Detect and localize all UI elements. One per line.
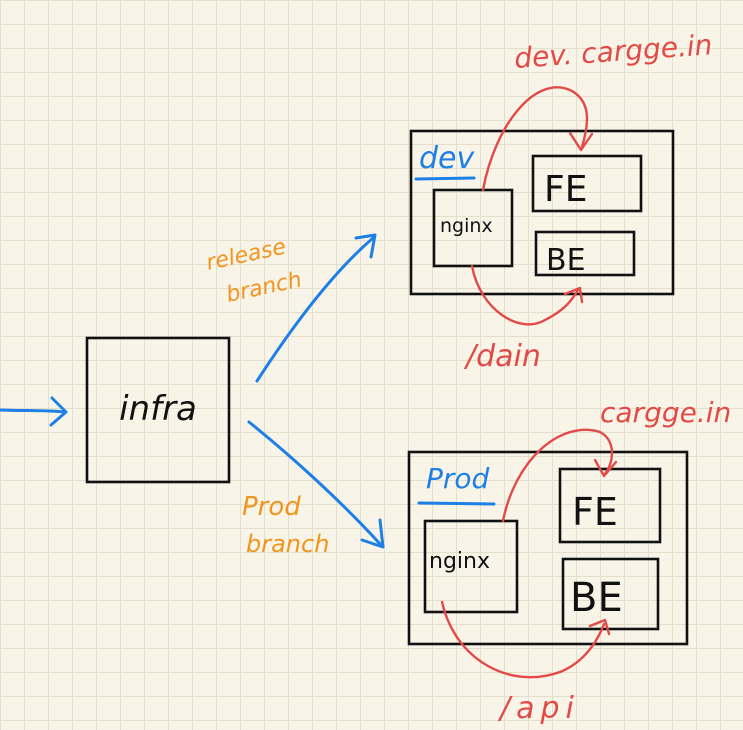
dev-domain-route-arrowhead [568,131,594,152]
prod-fe-node: FE [558,467,662,544]
infra-node: infra [85,336,231,484]
prod-domain-label: cargge.in [600,396,731,429]
prod-path-route-arrow [440,600,606,679]
prod-environment: Prod nginx FE BE cargge.in /api [407,396,731,726]
prod-path-route-arrowhead [588,618,611,636]
prod-env-label: Prod [426,462,490,495]
dev-fe-label: FE [544,169,587,210]
dev-path-route-arrow [470,264,580,326]
dev-nginx-label: nginx [440,215,493,237]
dev-env-label: dev [419,141,476,176]
release-branch-label-line1: release [204,235,288,276]
incoming-arrow [0,396,68,427]
dev-be-node: BE [534,230,636,278]
prod-nginx-label: nginx [429,549,490,574]
prod-env-label-underline [417,501,496,506]
dev-domain-route-arrow [481,86,589,192]
dev-path-route-arrowhead [563,286,584,304]
release-branch-arrow [255,233,377,383]
dev-environment: dev nginx FE BE dev. cargge.in /dain [409,28,713,374]
dev-nginx-node: nginx [432,188,514,268]
dev-env-label-underline [414,176,476,181]
dev-domain-label: dev. cargge.in [513,28,713,75]
prod-domain-route-arrow [501,428,614,523]
prod-path-label: /api [497,691,580,726]
release-branch-label-line2: branch [224,268,304,308]
prod-fe-label: FE [572,490,618,534]
prod-be-label: BE [570,575,623,621]
prod-be-node: BE [561,557,660,631]
dev-path-label: /dain [463,339,541,374]
prod-branch-label-line1: Prod [242,492,301,522]
dev-be-label: BE [546,243,586,278]
prod-branch-label-line2: branch [246,530,329,558]
prod-nginx-node: nginx [423,519,519,614]
prod-domain-route-arrowhead [593,458,618,478]
prod-branch-arrow [247,420,385,549]
dev-fe-node: FE [531,154,643,213]
infra-label: infra [119,389,197,429]
